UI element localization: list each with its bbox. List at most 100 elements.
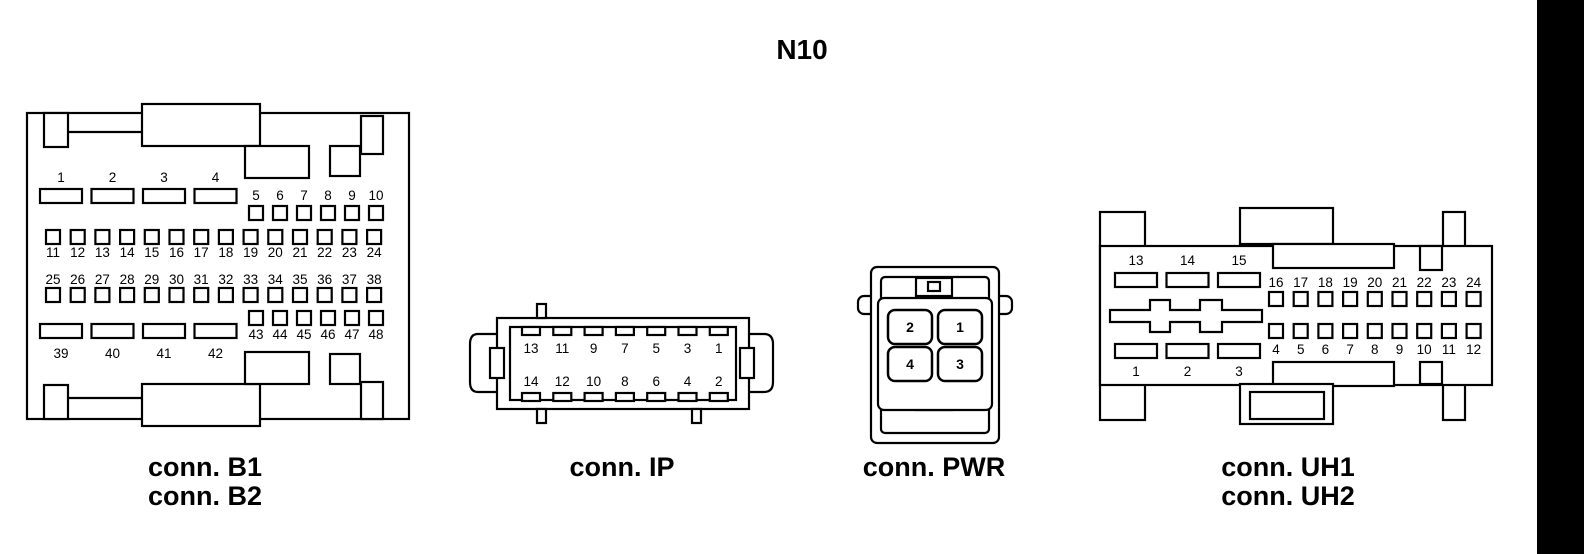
ip-pin-label-11: 11 bbox=[555, 341, 569, 356]
b-pin-cavity-3 bbox=[141, 187, 187, 205]
b-pin-cavity-1 bbox=[38, 187, 84, 205]
b-pin-cavity-46 bbox=[319, 309, 337, 327]
b-pin-label-7: 7 bbox=[300, 188, 308, 203]
uh-pin-cavity-2 bbox=[1165, 342, 1210, 360]
b-pin-label-46: 46 bbox=[320, 327, 335, 342]
b-pin-label-40: 40 bbox=[105, 346, 120, 361]
b-pin-label-10: 10 bbox=[368, 188, 383, 203]
caption-conn-b2: conn. B2 bbox=[148, 481, 262, 511]
caption-conn-ip: conn. IP bbox=[569, 452, 674, 482]
b-pin-cavity-36 bbox=[316, 286, 333, 304]
uh-pin-label-17: 17 bbox=[1293, 275, 1308, 290]
ip-pin-cavity-14 bbox=[520, 391, 542, 403]
b-pin-cavity-9 bbox=[343, 204, 361, 222]
b-pin-label-11: 11 bbox=[46, 245, 60, 260]
b-pin-cavity-17 bbox=[193, 228, 210, 246]
b-pin-cavity-24 bbox=[366, 228, 383, 246]
right-edge-bar bbox=[1537, 0, 1584, 554]
uh-pin-label-3: 3 bbox=[1235, 364, 1243, 379]
b-pin-cavity-43 bbox=[247, 309, 265, 327]
caption-conn-uh2: conn. UH2 bbox=[1221, 481, 1355, 511]
b-pin-label-17: 17 bbox=[194, 245, 209, 260]
caption-conn-pwr: conn. PWR bbox=[863, 452, 1006, 482]
uh-pin-label-19: 19 bbox=[1343, 275, 1358, 290]
b-pin-cavity-38 bbox=[366, 286, 383, 304]
b-pin-label-41: 41 bbox=[156, 346, 171, 361]
uh-pin-label-6: 6 bbox=[1322, 342, 1330, 357]
pwr-pin-cavity-1 bbox=[936, 308, 984, 346]
uh-pin-label-15: 15 bbox=[1231, 253, 1246, 268]
b-pin-cavity-5 bbox=[247, 204, 265, 222]
pwr-pin-label-3: 3 bbox=[956, 356, 964, 372]
ip-pin-cavity-6 bbox=[646, 391, 667, 403]
uh-pin-cavity-13 bbox=[1113, 271, 1159, 289]
b-pin-cavity-6 bbox=[271, 204, 289, 222]
b-pin-label-1: 1 bbox=[57, 170, 65, 185]
b-pin-label-20: 20 bbox=[268, 245, 283, 260]
b-pin-cavity-2 bbox=[90, 187, 135, 205]
b-pin-label-42: 42 bbox=[208, 346, 223, 361]
b-pin-label-3: 3 bbox=[160, 170, 168, 185]
ip-pin-label-13: 13 bbox=[523, 341, 538, 356]
b-pin-cavity-19 bbox=[242, 228, 259, 246]
uh-pin-cavity-22 bbox=[1416, 290, 1433, 308]
b-pin-label-8: 8 bbox=[324, 188, 332, 203]
b-pin-label-13: 13 bbox=[95, 245, 110, 260]
ip-pin-label-3: 3 bbox=[684, 341, 692, 356]
uh-pin-label-22: 22 bbox=[1417, 275, 1432, 290]
b-pin-label-44: 44 bbox=[272, 327, 288, 342]
uh-pin-cavity-5 bbox=[1292, 322, 1309, 340]
b-pin-label-9: 9 bbox=[348, 188, 356, 203]
b-pin-cavity-26 bbox=[69, 286, 86, 304]
b-pin-label-21: 21 bbox=[292, 245, 307, 260]
b-pin-label-6: 6 bbox=[276, 188, 284, 203]
b-pin-label-24: 24 bbox=[367, 245, 383, 260]
uh-pin-label-21: 21 bbox=[1392, 275, 1407, 290]
uh-pin-cavity-9 bbox=[1391, 322, 1408, 340]
connector-ip-housing bbox=[468, 302, 775, 425]
b-pin-cavity-31 bbox=[193, 286, 210, 304]
b-pin-cavity-10 bbox=[367, 204, 385, 222]
uh-pin-cavity-23 bbox=[1440, 290, 1458, 308]
b-pin-label-16: 16 bbox=[169, 245, 184, 260]
b-pin-cavity-39 bbox=[38, 322, 84, 340]
ip-pin-label-7: 7 bbox=[621, 341, 629, 356]
b-pin-cavity-48 bbox=[367, 309, 385, 327]
uh-pin-cavity-8 bbox=[1366, 322, 1383, 340]
uh-pin-cavity-7 bbox=[1341, 322, 1359, 340]
uh-pin-cavity-3 bbox=[1216, 342, 1262, 360]
uh-pin-cavity-21 bbox=[1391, 290, 1408, 308]
b-pin-label-25: 25 bbox=[45, 272, 60, 287]
b-pin-label-4: 4 bbox=[212, 170, 220, 185]
b-pin-cavity-33 bbox=[242, 286, 259, 304]
b-pin-label-26: 26 bbox=[70, 272, 85, 287]
b-pin-label-23: 23 bbox=[342, 245, 357, 260]
b-pin-label-35: 35 bbox=[292, 272, 307, 287]
uh-pin-cavity-17 bbox=[1292, 290, 1309, 308]
uh-pin-label-13: 13 bbox=[1128, 253, 1143, 268]
uh-pin-label-11: 11 bbox=[1442, 342, 1456, 357]
uh-pin-label-4: 4 bbox=[1272, 342, 1280, 357]
b-pin-label-34: 34 bbox=[268, 272, 284, 287]
uh-pin-cavity-10 bbox=[1416, 322, 1433, 340]
ip-pin-cavity-10 bbox=[583, 391, 604, 403]
ip-pin-cavity-7 bbox=[614, 325, 636, 337]
b-pin-cavity-12 bbox=[69, 228, 86, 246]
b-pin-cavity-37 bbox=[341, 286, 358, 304]
b-pin-cavity-35 bbox=[291, 286, 309, 304]
b-pin-label-28: 28 bbox=[120, 272, 135, 287]
ip-pin-label-2: 2 bbox=[715, 374, 723, 389]
uh-pin-label-8: 8 bbox=[1371, 342, 1379, 357]
b-pin-label-12: 12 bbox=[70, 245, 85, 260]
b-pin-cavity-40 bbox=[90, 322, 135, 340]
uh-pin-label-2: 2 bbox=[1184, 364, 1192, 379]
b-pin-cavity-16 bbox=[168, 228, 185, 246]
b-pin-cavity-15 bbox=[143, 228, 160, 246]
b-pin-cavity-13 bbox=[94, 228, 111, 246]
b-pin-label-27: 27 bbox=[95, 272, 110, 287]
b-pin-cavity-44 bbox=[271, 309, 289, 327]
ip-pin-cavity-11 bbox=[552, 325, 573, 337]
b-pin-label-48: 48 bbox=[368, 327, 383, 342]
